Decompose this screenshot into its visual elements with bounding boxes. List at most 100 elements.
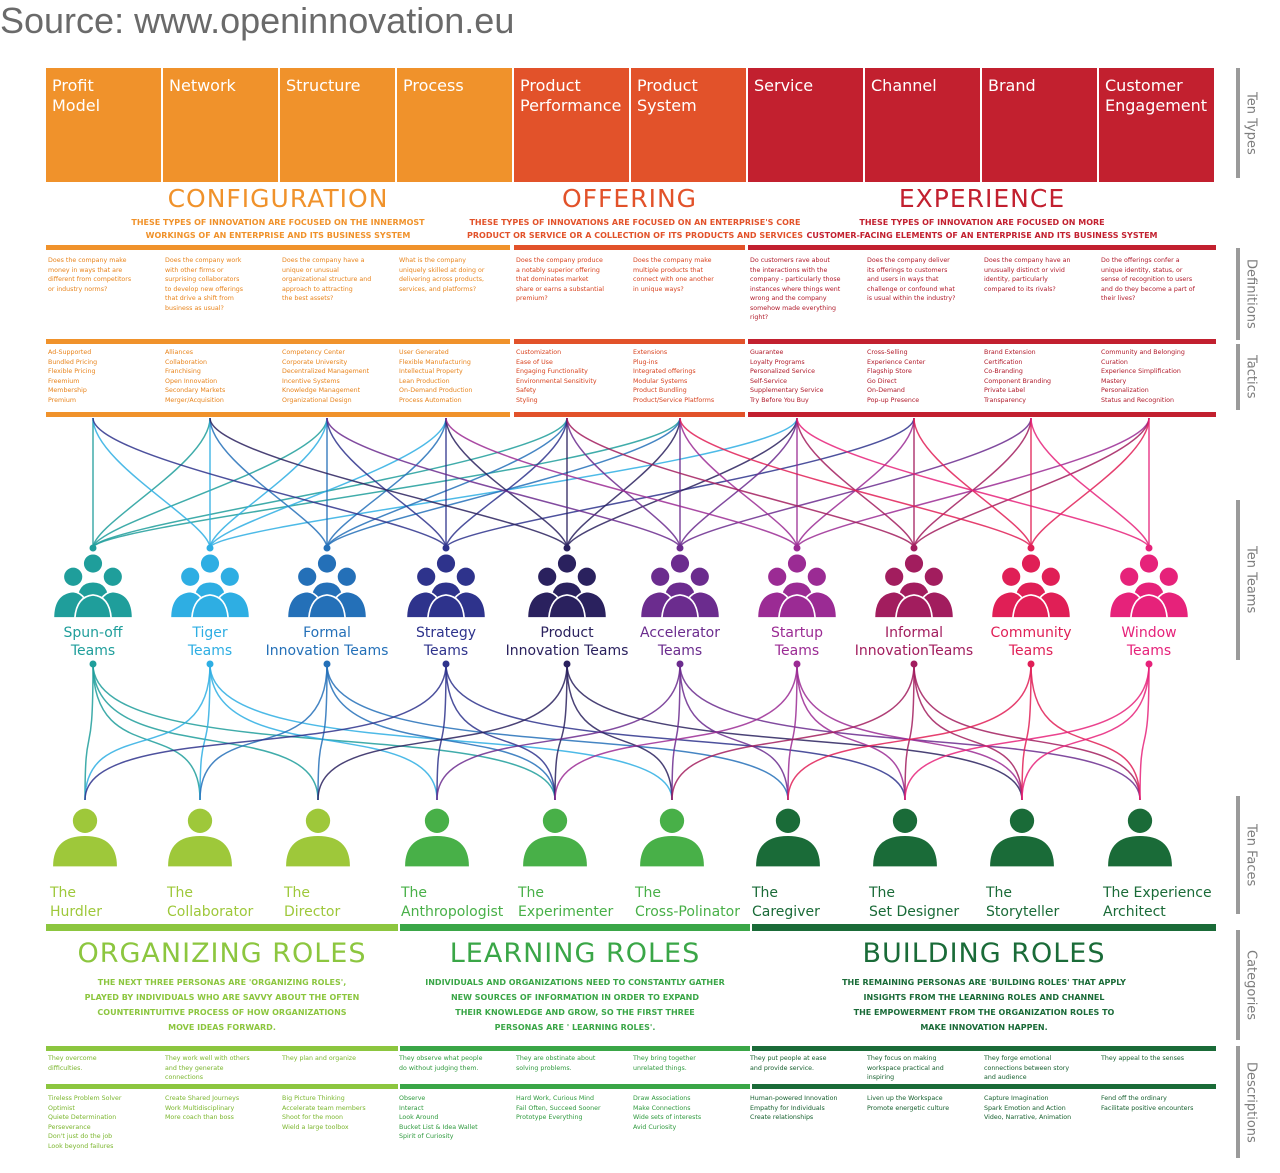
team-label: Informal InnovationTeams <box>854 625 974 659</box>
team-icon <box>166 552 254 622</box>
section-title: OFFERING <box>561 184 698 213</box>
persona-description: They overcome difficulties. <box>48 1055 97 1072</box>
definition-text: Do customers rave about the interactions… <box>750 257 841 321</box>
connection-dot <box>1145 660 1153 668</box>
side-label-descriptions: Descriptions <box>1243 1061 1259 1143</box>
connection-curve <box>904 663 915 801</box>
team-label: Strategy Teams <box>416 625 476 659</box>
side-label-tactics: Tactics <box>1243 355 1259 399</box>
connection-curve <box>92 417 568 549</box>
side-bar-descriptions <box>1236 1046 1240 1158</box>
side-label-faces: Ten Faces <box>1243 823 1259 887</box>
connection-curve <box>796 663 906 801</box>
team-icon <box>870 552 958 622</box>
persona-description: They observe what people do without judg… <box>399 1055 483 1072</box>
connection-curve <box>679 663 789 801</box>
connection-curve <box>904 663 1150 801</box>
connection-dot <box>323 660 331 668</box>
type-box: Network <box>163 68 278 182</box>
connection-curve <box>445 663 556 801</box>
connection-dot <box>442 544 450 552</box>
side-label-definitions: Definitions <box>1243 259 1259 329</box>
connection-curve <box>566 417 681 549</box>
connection-curve <box>92 663 201 801</box>
team-icon <box>1105 552 1193 622</box>
section-description: THESE TYPES OF INNOVATION ARE FOCUSED ON… <box>806 218 1158 240</box>
connection-curve <box>796 417 1150 549</box>
connection-curve <box>566 417 798 549</box>
role-rule-bottom <box>400 1084 750 1089</box>
team-label: Window Teams <box>1121 625 1177 659</box>
tactics-list: Customization Ease of Use Engaging Funct… <box>516 349 597 404</box>
face-label: The Storyteller <box>986 885 1060 920</box>
connection-curve <box>566 417 681 549</box>
persona-traits: Tireless Problem Solver Optimist Quiete … <box>48 1095 122 1150</box>
team-icon <box>49 552 137 622</box>
connection-curve <box>84 663 211 801</box>
role-title: ORGANIZING ROLES <box>77 938 367 969</box>
connection-dot <box>1027 544 1035 552</box>
face-icon <box>867 796 943 880</box>
team-label: Spun-off Teams <box>63 625 123 659</box>
team-icon <box>523 552 611 622</box>
side-bar-types <box>1236 68 1240 178</box>
persona-description: They put people at ease and provide serv… <box>750 1055 827 1072</box>
team-icon <box>753 552 841 622</box>
persona-traits: Hard Work, Curious Mind Fail Often, Succ… <box>516 1095 601 1121</box>
definition-text: What is the company uniquely skilled at … <box>399 257 485 293</box>
definition-text: Does the company have an unusually disti… <box>984 257 1071 293</box>
type-box: Profit Model <box>46 68 161 182</box>
team-label: Startup Teams <box>771 625 823 659</box>
connection-curve <box>84 663 447 801</box>
connection-curve <box>913 663 1023 801</box>
team-label: Community Teams <box>990 625 1072 659</box>
connection-dot <box>910 660 918 668</box>
definition-text: Does the company deliver its offerings t… <box>867 257 956 302</box>
connection-lines <box>84 417 1153 801</box>
section-rule-bottom <box>514 412 745 417</box>
persona-description: They focus on making workspace practical… <box>867 1055 944 1081</box>
connection-dot <box>206 660 214 668</box>
type-box: Structure <box>280 68 395 182</box>
role-rule-bottom <box>46 1084 398 1089</box>
connection-curve <box>199 663 211 801</box>
connection-curve <box>209 663 438 801</box>
connection-dot <box>89 544 97 552</box>
connection-curve <box>1139 663 1150 801</box>
connection-curve <box>209 417 798 549</box>
team-icon <box>402 552 490 622</box>
connection-curve <box>679 417 1032 549</box>
tactics-list: Extensions Plug-ins Integrated offerings… <box>633 349 715 404</box>
type-box: Service <box>748 68 863 182</box>
connection-curve <box>209 417 447 549</box>
section-rule-bottom <box>748 412 1216 417</box>
tactics-list: Alliances Collaboration Franchising Open… <box>165 349 226 404</box>
persona-description: They are obstinate about solving problem… <box>516 1055 596 1072</box>
type-box: Process <box>397 68 512 182</box>
connection-dot <box>206 544 214 552</box>
side-bar-categories <box>1236 930 1240 1040</box>
connection-curve <box>445 417 798 549</box>
connection-dot <box>89 660 97 668</box>
side-label-types: Ten Types <box>1243 91 1259 155</box>
connection-curve <box>209 417 568 549</box>
side-bar-definitions <box>1236 248 1240 340</box>
face-icon <box>47 796 123 880</box>
persona-description: They appeal to the senses <box>1101 1055 1185 1062</box>
side-label-categories: Categories <box>1243 949 1259 1021</box>
type-box: Brand <box>982 68 1097 182</box>
connection-curve <box>436 663 681 801</box>
role-description: THE NEXT THREE PERSONAS ARE 'ORGANIZING … <box>84 978 360 1032</box>
face-label: The Cross-Polinator <box>635 885 740 920</box>
connection-curve <box>566 417 915 549</box>
side-bar-tactics <box>1236 344 1240 410</box>
tactics-list: Ad-Supported Bundled Pricing Flexible Pr… <box>48 349 98 404</box>
face-icon <box>634 796 710 880</box>
team-label: Accelerator Teams <box>640 625 720 659</box>
team-icon <box>987 552 1075 622</box>
connection-curve <box>92 417 447 549</box>
connection-dot <box>793 660 801 668</box>
role-rule-mid <box>46 1046 398 1051</box>
section-rule-top <box>748 245 1216 250</box>
face-label: The Caregiver <box>752 885 820 920</box>
